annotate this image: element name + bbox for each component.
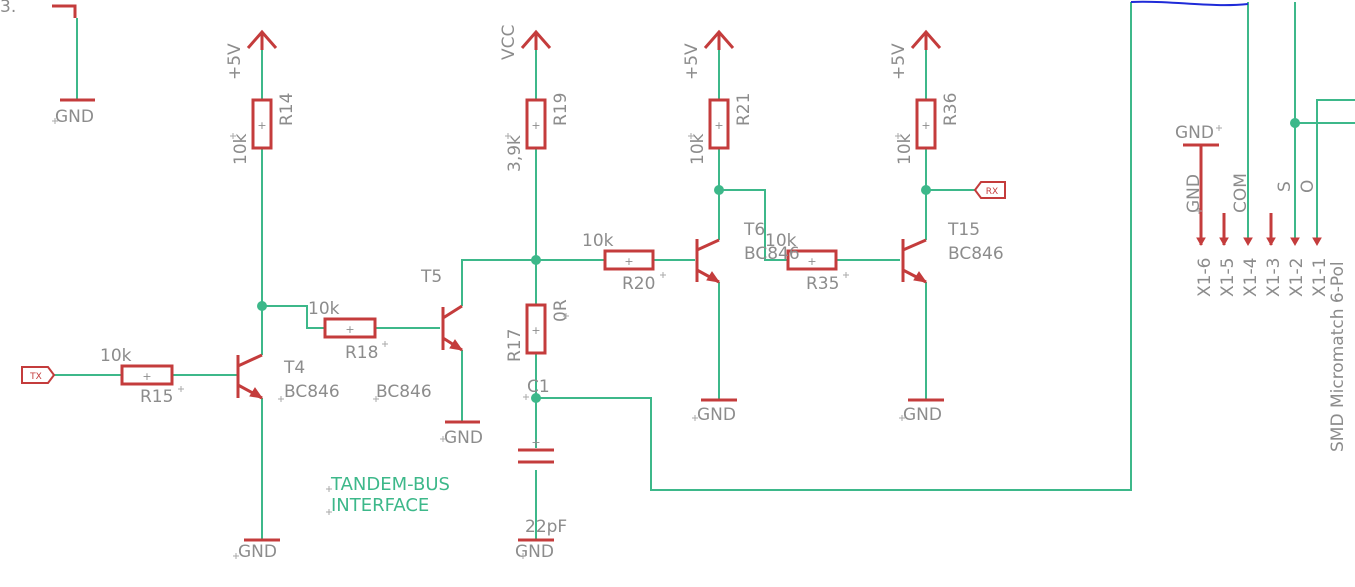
corner-text: 3. [0,0,16,17]
supply-label-r19: VCC [499,25,519,60]
resistor-r18-value: 10k [308,299,340,319]
resistor-r20-name: R20 [622,274,655,294]
capacitor-c1-value: 22pF [525,517,567,537]
schematic-title-line-2: INTERFACE [331,495,429,516]
supply-arrow-r19 [520,29,552,50]
connector-pin-1: X1-6 [1195,258,1215,297]
resistor-r36: + [915,98,937,150]
schematic-title-line-1: TANDEM-BUS [330,474,450,495]
svg-text:+: + [624,255,633,268]
resistor-r35: + [786,249,838,271]
transistor-t5 [441,304,464,352]
resistor-r21: + [708,98,730,150]
capacitor-c1: + [518,436,554,464]
connector-ground-label: GND [1175,123,1214,143]
connector-signal-gnd: GND [1184,174,1204,213]
svg-text:+: + [531,436,540,449]
transistor-t15-name: T15 [947,220,980,240]
top-left-ground-symbol [52,4,95,102]
transistor-t4-value: BC846 [284,382,340,402]
resistor-r20-value: 10k [582,231,614,251]
ground-label-t15: GND [903,405,942,425]
connector-pin-6: X1-1 [1310,258,1330,297]
ground-label-c1: GND [515,542,554,562]
svg-text:+: + [807,255,816,268]
resistor-r15: + [120,364,174,386]
supply-label-r21: +5V [682,43,702,80]
supply-label-r36: +5V [889,43,909,80]
supply-label-r14: +5V [225,43,245,80]
resistor-r35-value: 10k [765,231,797,251]
resistor-r35-name: R35 [806,274,839,294]
resistor-r17: + [525,303,547,355]
tx-net-label: TX [29,372,42,382]
resistor-r19-value: 3,9k [505,135,525,172]
rx-net-tag [973,181,1006,199]
svg-text:+: + [345,323,354,336]
rx-net-label: RX [986,187,998,197]
ground-label-t4: GND [238,542,277,562]
bus-line [1130,0,1249,7]
connector-signal-s: S [1275,181,1295,192]
resistor-r17-value: 0R [551,299,571,322]
capacitor-c1-name: C1 [527,377,550,397]
resistor-r21-value: 10k [688,133,708,165]
transistor-t6 [695,238,721,284]
origin-markers [52,118,1222,559]
svg-text:+: + [531,324,540,337]
resistor-r14-value: 10k [231,133,251,165]
connector-pin-2: X1-5 [1218,258,1238,297]
junctions [257,118,1300,403]
connector-pin-3: X1-4 [1241,258,1261,297]
resistor-r19-name: R19 [551,93,571,126]
transistor-t6-value: BC846 [744,244,800,264]
connector-signal-com: COM [1231,173,1251,213]
ground-label-t5: GND [444,428,483,448]
transistor-t4 [236,353,264,400]
connector-part-name: SMD Micromatch 6-Pol [1328,261,1348,452]
connector-signal-o: O [1298,180,1318,193]
connector-pin-5: X1-2 [1287,258,1307,297]
resistor-r19: + [525,98,547,150]
supply-arrow-r21 [703,29,735,50]
resistor-r20: + [603,249,655,271]
svg-text:+: + [142,370,151,383]
ground-label-top-left: GND [55,107,94,127]
connector-ground-symbol [1183,143,1219,238]
transistor-t6-name: T6 [743,220,765,240]
transistor-t15-value: BC846 [948,244,1004,264]
resistor-r15-value: 10k [100,346,132,366]
connector-pin-4: X1-3 [1264,258,1284,297]
resistor-r21-name: R21 [734,93,754,126]
svg-text:+: + [921,119,930,132]
transistor-t4-name: T4 [283,358,305,378]
resistor-r14-name: R14 [277,93,297,126]
transistor-t5-value: BC846 [376,382,432,402]
resistor-r18: + [323,317,377,339]
resistor-r17-name: R17 [505,329,525,362]
ground-label-t6: GND [697,405,736,425]
supply-arrow-r14 [246,29,278,50]
resistor-r36-value: 10k [895,133,915,165]
transistor-t5-name: T5 [420,267,442,287]
wires [52,2,1355,540]
resistor-r14: + [251,98,273,150]
supply-arrow-r36 [910,29,942,50]
svg-text:+: + [257,119,266,132]
resistor-r15-name: R15 [140,387,173,407]
svg-text:+: + [531,119,540,132]
resistor-r36-name: R36 [941,93,961,126]
transistor-t15 [901,238,928,284]
resistor-r18-name: R18 [345,343,378,363]
svg-text:+: + [714,119,723,132]
connector-pins [1196,213,1322,247]
tx-net-tag [21,366,56,384]
